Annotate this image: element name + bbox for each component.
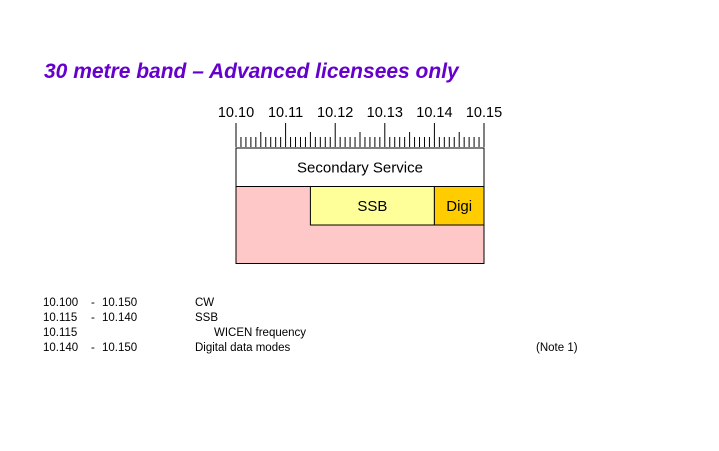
allocation-note: (Note 1)	[536, 342, 578, 354]
tick-label-group: 10.10 10.11 10.12 10.13 10.14 10.15	[218, 105, 502, 121]
allocation-row: 10.140-10.150 Digital data modes (Note 1)	[43, 341, 603, 356]
tick-label: 10.15	[466, 105, 502, 121]
tick-label: 10.13	[367, 105, 403, 121]
band-block-digi	[433, 186, 485, 226]
allocation-description: CW	[195, 297, 215, 309]
page-title: 30 metre band – Advanced licensees only	[44, 60, 459, 83]
allocation-separator: -	[91, 342, 95, 354]
scale-ticks	[235, 123, 485, 147]
allocation-row: 10.100-10.150 CW	[43, 296, 603, 311]
tick-label: 10.12	[317, 105, 353, 121]
allocation-description: WICEN frequency	[214, 327, 307, 339]
tick-label: 10.11	[268, 105, 303, 121]
allocation-row: 10.115 WICEN frequency	[43, 326, 603, 341]
allocation-from: 10.115	[43, 312, 78, 324]
band-block-label-digi: Digi	[446, 198, 472, 215]
allocation-separator: -	[91, 297, 95, 309]
allocation-separator: -	[91, 312, 95, 324]
band-block-ssb	[309, 186, 435, 226]
band-block-label-secondary-service: Secondary Service	[297, 159, 423, 176]
allocation-to: 10.150	[102, 342, 138, 354]
allocation-row: 10.115 -10.140 SSB	[43, 311, 603, 326]
allocation-from: 10.100	[43, 297, 79, 309]
band-block-secondary-service	[235, 147, 485, 187]
allocation-to: 10.140	[102, 312, 138, 324]
tick-label: 10.14	[416, 105, 452, 121]
allocation-description: Digital data modes	[195, 342, 291, 354]
band-block-label-ssb: SSB	[357, 198, 387, 215]
allocation-description: SSB	[195, 312, 219, 324]
tick-label: 10.10	[218, 105, 254, 121]
allocation-from: 10.140	[43, 342, 79, 354]
allocation-to: 10.150	[102, 297, 138, 309]
allocation-from: 10.115	[43, 327, 78, 339]
